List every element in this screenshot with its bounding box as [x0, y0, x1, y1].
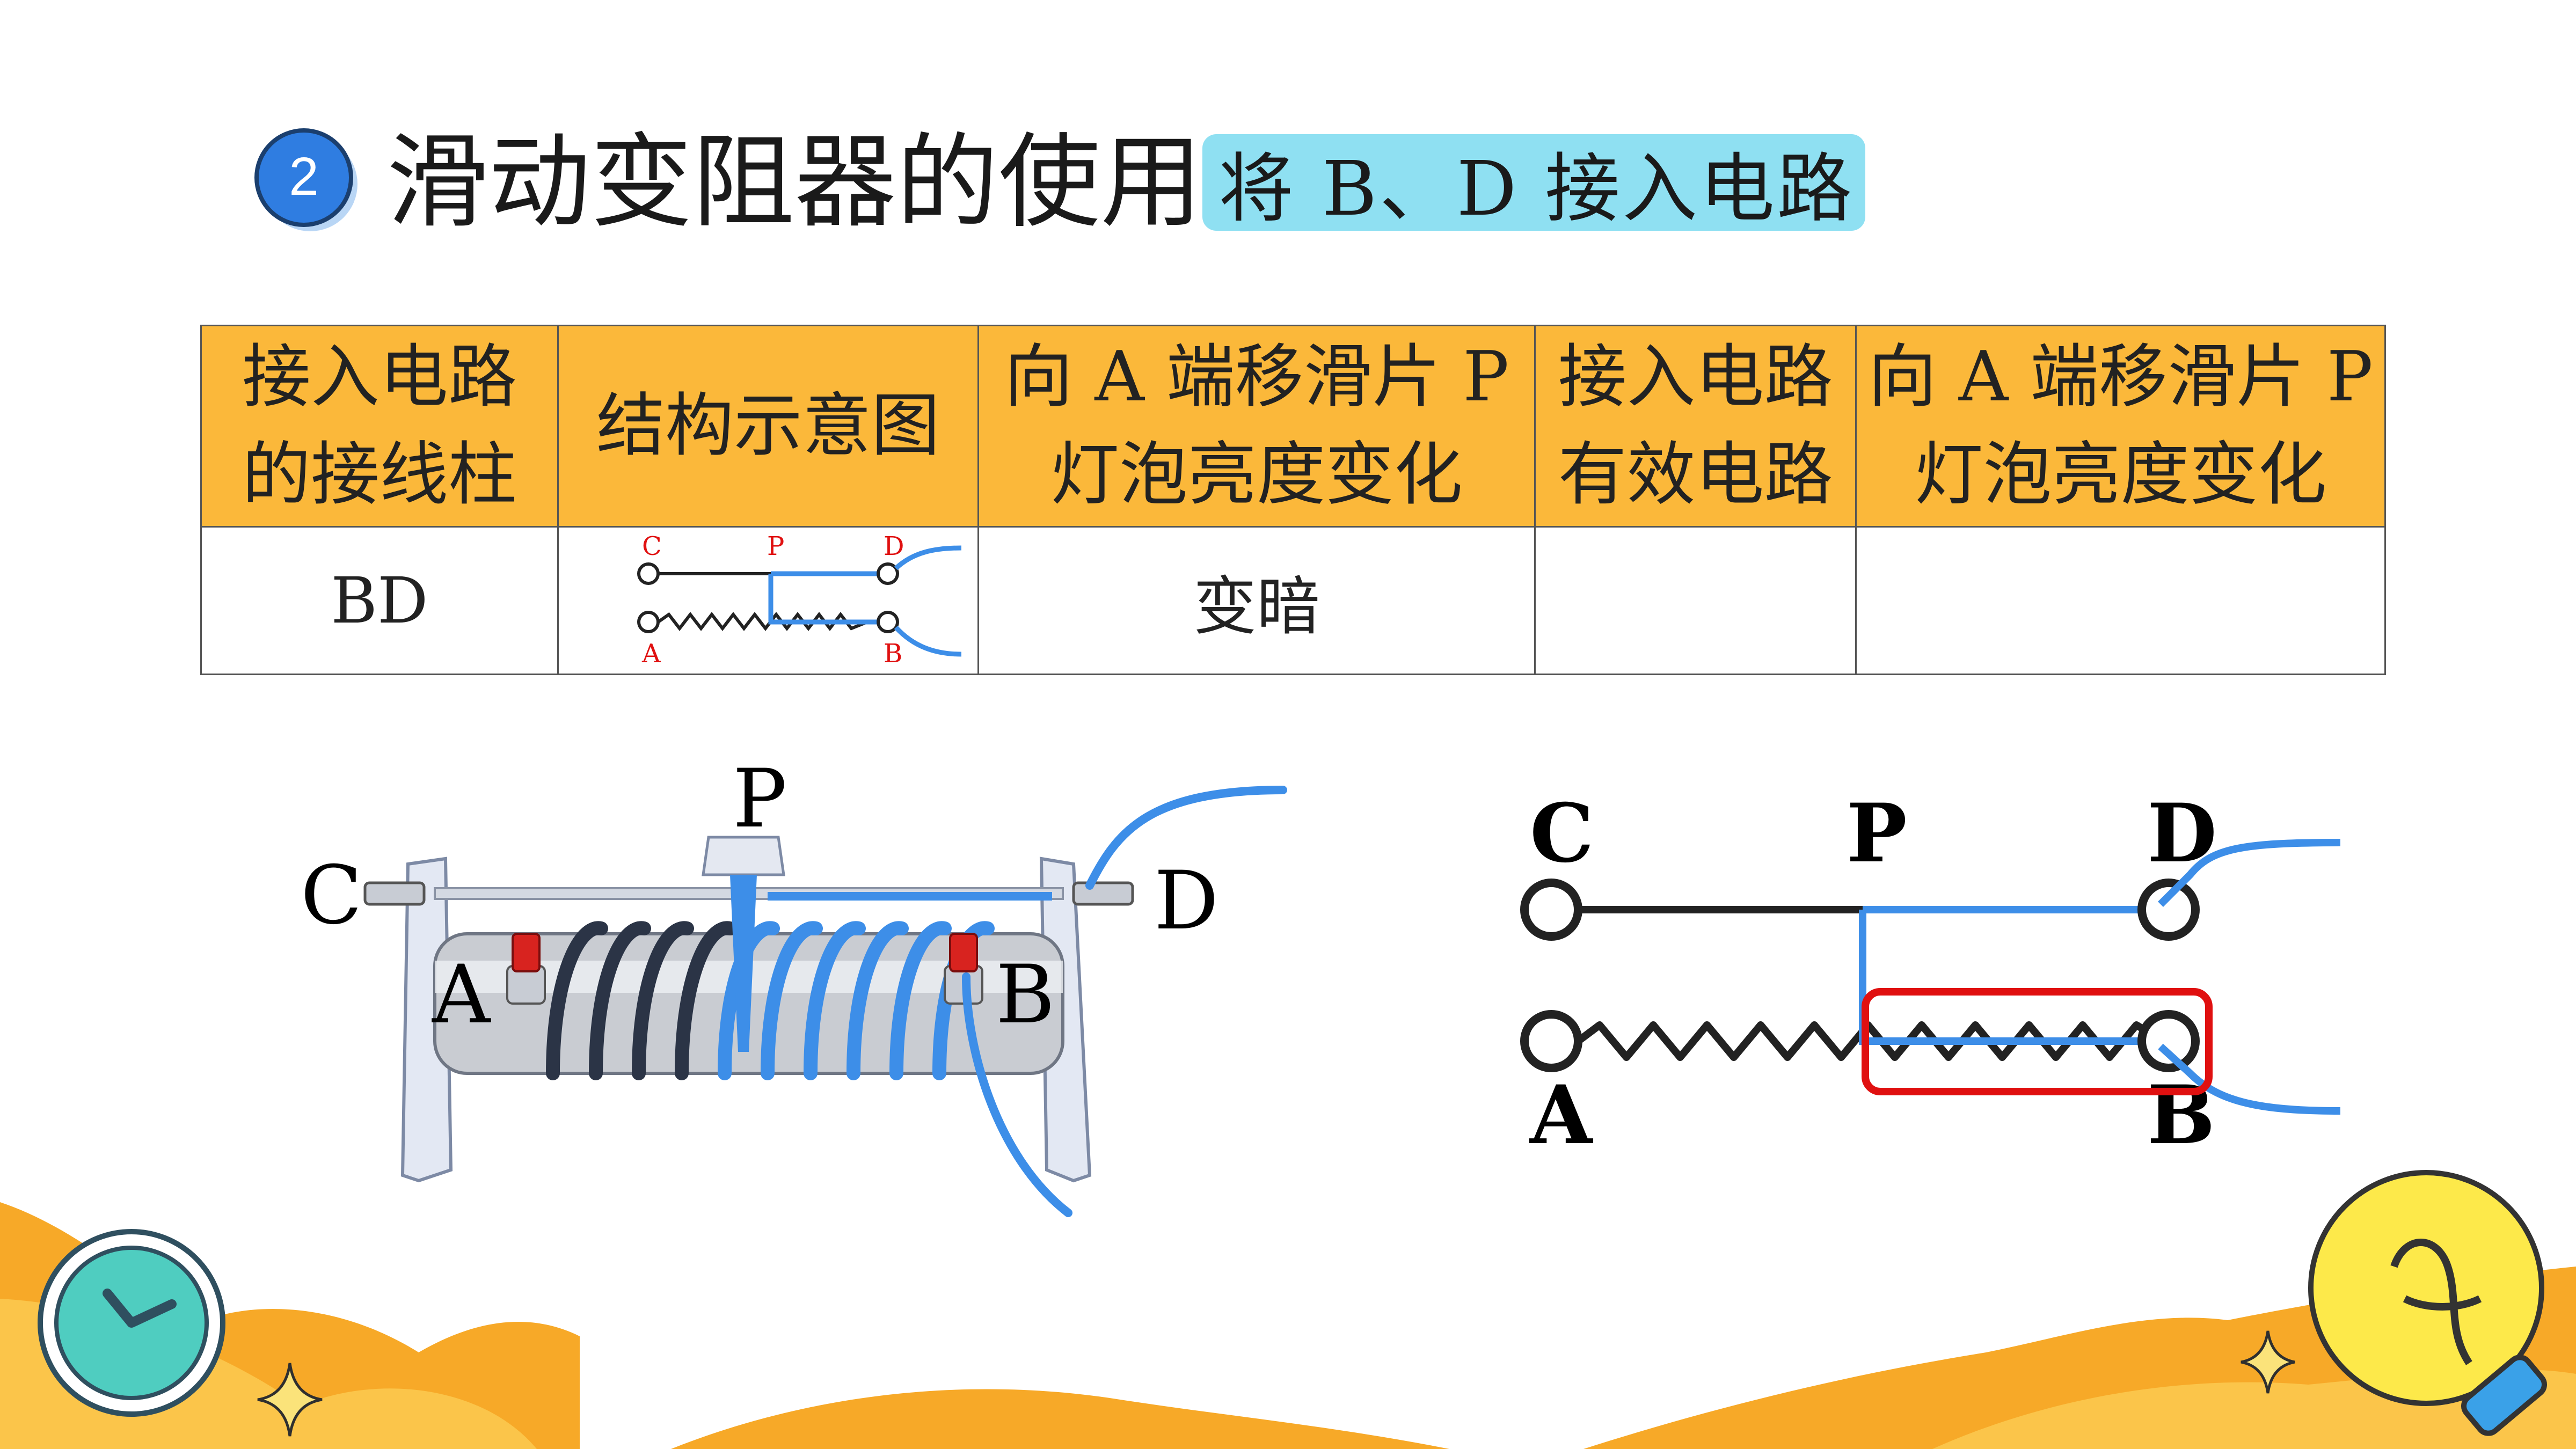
section-number-badge: 2 [254, 128, 357, 231]
table-row: BD C P D A B 变暗 [200, 526, 2386, 675]
sparkle-icon [257, 1363, 323, 1437]
light-bulb-icon [2308, 1170, 2547, 1436]
svg-text:A: A [641, 639, 661, 669]
cell-brightness: 变暗 [977, 526, 1536, 675]
header-brightness-2: 向 A 端移滑片 P 灯泡亮度变化 [1855, 325, 2386, 528]
cell-terminals: BD [200, 526, 559, 675]
header-terminals: 接入电路 的接线柱 [200, 325, 559, 528]
terminal-a [506, 933, 546, 1005]
rheostat-schematic: C P D A B [1520, 789, 2341, 1162]
label-c: C [301, 849, 362, 942]
header-line: 的接线柱 [242, 435, 517, 515]
header-line: 结构示意图 [596, 386, 940, 466]
header-structure: 结构示意图 [557, 325, 979, 528]
rheostat-illustration: P C D A B [301, 752, 1287, 1217]
schematic-label-a: A [1529, 1068, 1594, 1162]
label-d: D [1154, 854, 1218, 948]
condition-tag-text: 将 B、D 接入电路 [1218, 145, 1855, 233]
header-line: 灯泡亮度变化 [1050, 435, 1463, 515]
rheostat-table: 接入电路 的接线柱 结构示意图 向 A 端移滑片 P 灯泡亮度变化 接入电路 有… [200, 325, 2386, 675]
active-segment-highlight [1862, 988, 2213, 1095]
header-line: 灯泡亮度变化 [1914, 435, 2327, 515]
label-p: P [733, 752, 787, 846]
schematic-label-c: C [1530, 789, 1594, 881]
schematic-label-d: D [2147, 789, 2217, 881]
cell-effective-circuit [1534, 526, 1857, 675]
cell-brightness-2 [1855, 526, 2386, 675]
header-line: 有效电路 [1558, 435, 1833, 515]
schematic-label-p: P [1847, 789, 1907, 881]
mini-schematic: C P D A B [637, 531, 962, 669]
header-line: 接入电路 [242, 337, 517, 417]
header-brightness: 向 A 端移滑片 P 灯泡亮度变化 [977, 325, 1536, 528]
clock-icon [38, 1229, 225, 1417]
header-line: 向 A 端移滑片 P [1868, 337, 2373, 417]
sparkle-icon [2241, 1330, 2295, 1394]
header-line: 向 A 端移滑片 P [1004, 337, 1509, 417]
table-header-row: 接入电路 的接线柱 结构示意图 向 A 端移滑片 P 灯泡亮度变化 接入电路 有… [200, 325, 2386, 528]
svg-text:C: C [642, 531, 662, 561]
label-a: A [432, 948, 491, 1042]
bottom-middle-wave [671, 1389, 1449, 1449]
cell-structure-diagram: C P D A B [557, 526, 979, 675]
slider-p [702, 836, 785, 876]
svg-text:P: P [767, 531, 784, 561]
label-b: B [996, 948, 1055, 1042]
header-effective-circuit: 接入电路 有效电路 [1534, 325, 1857, 528]
section-number: 2 [289, 147, 319, 207]
svg-text:B: B [884, 639, 902, 669]
page-title: 滑动变阻器的使用 [386, 123, 1203, 241]
svg-text:D: D [884, 531, 904, 561]
header-line: 接入电路 [1558, 337, 1833, 417]
condition-tag: 将 B、D 接入电路 [1202, 134, 1865, 233]
